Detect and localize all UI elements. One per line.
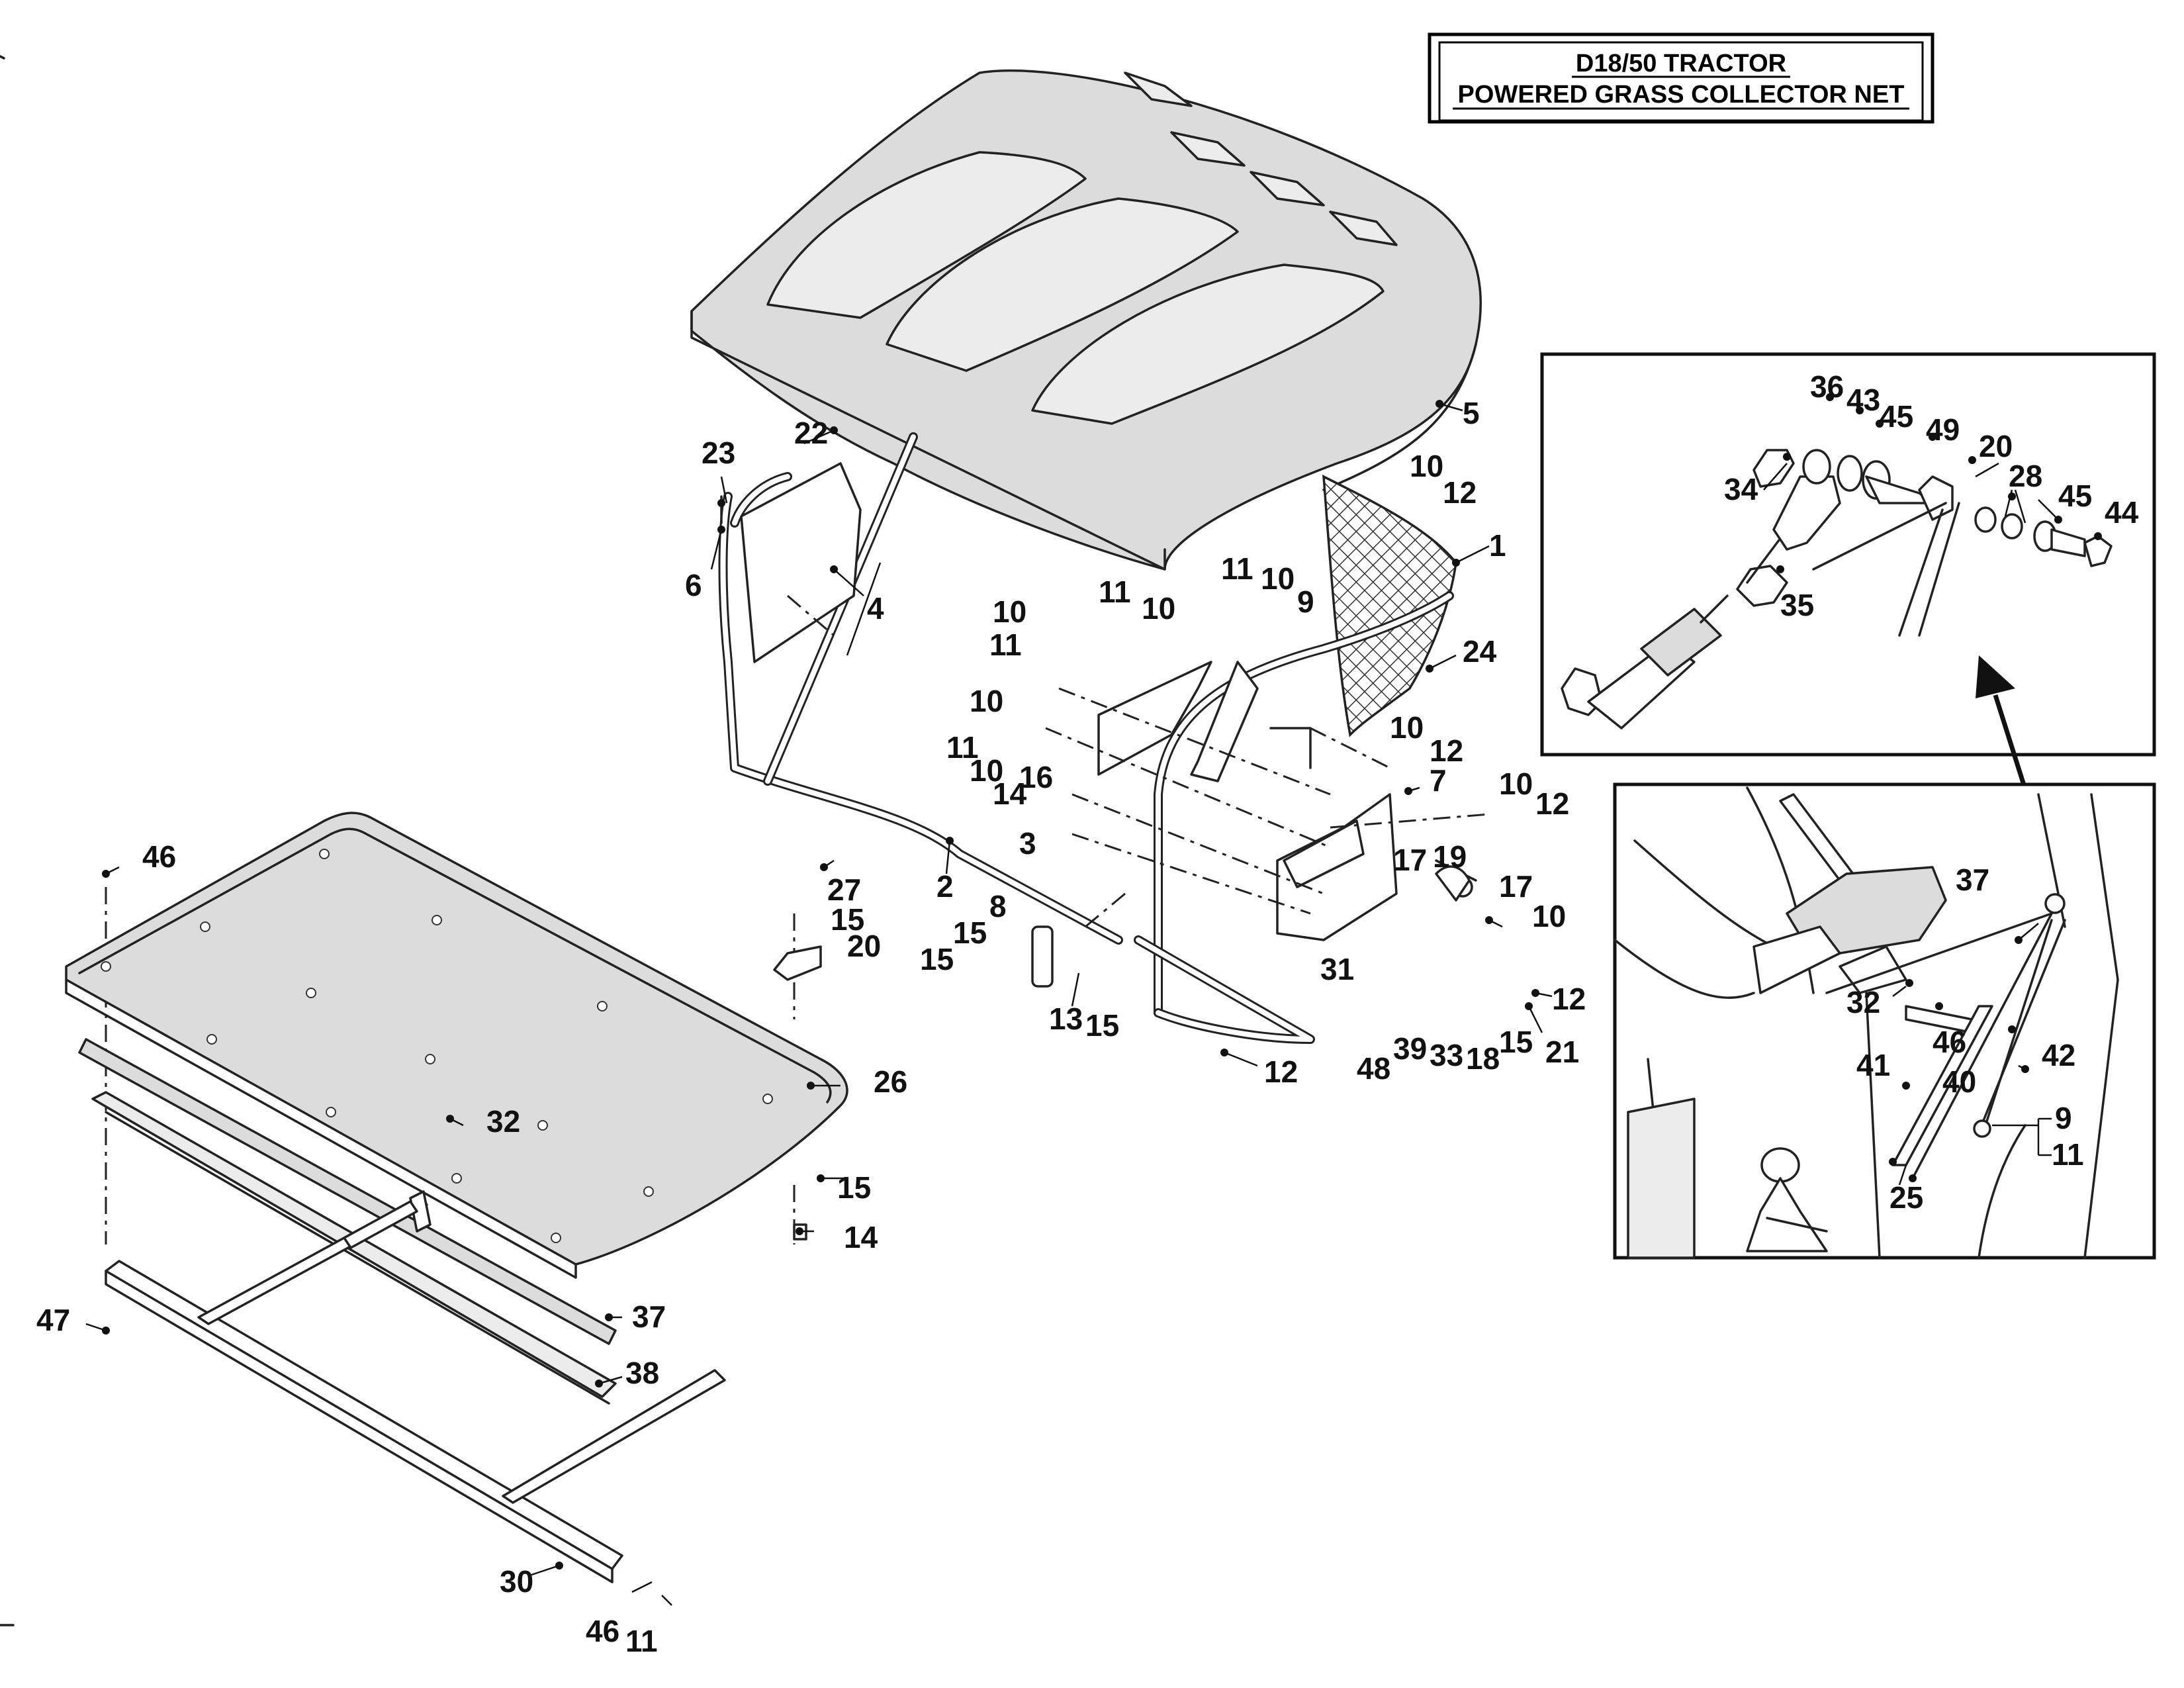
callout-2: 2: [936, 869, 954, 904]
callout-46-inset: 46: [1933, 1025, 1966, 1059]
callout-49: 48: [1357, 1051, 1390, 1086]
callout-13: 12: [1264, 1055, 1298, 1089]
detail-inset-top: 36 43 45 49 20 28 34 35 45 44: [1540, 352, 2156, 757]
base-frame: [105, 1190, 726, 1583]
callout-10h: 10: [1499, 767, 1533, 801]
strut-4: [763, 432, 918, 786]
callout-14a: 13: [1049, 1002, 1083, 1036]
callout-10b: 10: [1261, 561, 1295, 596]
callout-36: 35: [1780, 588, 1814, 622]
callout-45a: 45: [1880, 399, 1913, 434]
callout-15c: 15: [1085, 1008, 1119, 1043]
collector-net: [1322, 475, 1457, 737]
callout-30: 27: [827, 872, 861, 907]
callout-12c: 12: [1535, 786, 1569, 821]
callout-15b: 15: [953, 915, 987, 950]
callout-26: 24: [1463, 634, 1497, 669]
callout-9: 9: [1297, 585, 1314, 619]
callout-48: 47: [36, 1303, 70, 1337]
side-plate-left: [720, 462, 862, 663]
callout-8: 8: [989, 889, 1007, 923]
callout-27: 26: [874, 1064, 907, 1099]
center-brackets: [1097, 661, 1398, 941]
callout-22: 21: [1545, 1035, 1579, 1069]
hardware: [773, 859, 1477, 1241]
callout-24: 23: [702, 436, 735, 470]
callout-10i: 10: [1532, 899, 1566, 933]
callout-43: 43: [1846, 383, 1880, 417]
callout-19: 18: [1466, 1041, 1500, 1076]
callout-11d: 11: [946, 730, 979, 765]
callout-10g: 10: [1390, 710, 1424, 745]
callout-34: 34: [1724, 472, 1758, 506]
callout-15e: 15: [837, 1170, 871, 1205]
callout-11e: 11: [625, 1624, 658, 1658]
title-box: D18/50 TRACTOR POWERED GRASS COLLECTOR N…: [1428, 32, 1934, 124]
callout-7: 7: [1430, 763, 1447, 798]
callout-21: 20: [847, 929, 881, 963]
callout-37: 33: [1430, 1038, 1463, 1072]
callout-12a: 12: [1443, 475, 1477, 510]
callout-28: 28: [2009, 459, 2042, 493]
callout-40: 37: [1956, 863, 1989, 897]
callout-6: 6: [685, 568, 702, 602]
callout-11a: 11: [1221, 551, 1253, 586]
callout-38: 37: [632, 1299, 666, 1334]
leaders: [85, 400, 1553, 1606]
callout-18: 17: [1499, 869, 1533, 904]
callout-35: 36: [1810, 369, 1844, 404]
edge-marks: [0, 55, 15, 1626]
callout-10e: 10: [970, 684, 1003, 718]
callout-11b: 11: [1099, 575, 1131, 609]
callout-10f: 10: [970, 753, 1003, 788]
callout-46a: 39: [1393, 1031, 1427, 1066]
callouts-main: 1 2 3 4 5 6 7 8 9 10 10 10 10 10 10 10 1…: [36, 396, 1586, 1658]
strip-38: [78, 1038, 617, 1345]
callout-45b: 45: [2058, 479, 2092, 513]
hood-cover: [690, 69, 1482, 571]
callout-10a: 10: [1410, 449, 1443, 483]
callout-10c: 10: [1142, 591, 1175, 626]
callout-11c: 11: [989, 628, 1022, 662]
frame-tube: [718, 472, 1454, 1044]
callout-31: 30: [500, 1564, 533, 1599]
callout-47: 46: [142, 839, 176, 874]
callout-14b: 14: [844, 1220, 878, 1254]
callout-3: 3: [1019, 826, 1036, 861]
callout-20-inset: 20: [1979, 429, 2013, 463]
title-line-2: POWERED GRASS COLLECTOR NET: [1458, 81, 1905, 109]
callout-15d: 15: [831, 902, 864, 937]
callout-17b: 17: [1393, 843, 1427, 877]
callout-33: 32: [486, 1104, 520, 1139]
callout-10d: 10: [993, 594, 1026, 629]
callout-20: 19: [1433, 839, 1467, 874]
callout-16: 15: [920, 942, 954, 976]
callout-44: 44: [2105, 495, 2139, 530]
callout-4: 4: [867, 591, 884, 626]
callout-23: 22: [794, 416, 828, 450]
callout-12b: 12: [1430, 733, 1463, 768]
callout-42: 42: [2042, 1038, 2075, 1072]
callout-5: 5: [1463, 396, 1480, 430]
callout-39: 38: [625, 1356, 659, 1390]
callout-49-inset: 49: [1926, 412, 1960, 447]
callout-15f: 15: [1499, 1025, 1533, 1059]
callout-11-inset: 11: [2052, 1137, 2084, 1172]
callout-46b: 46: [586, 1614, 619, 1648]
callout-32-inset: 32: [1846, 985, 1880, 1019]
callout-12d: 12: [1552, 982, 1586, 1016]
callout-41: 41: [1856, 1048, 1890, 1082]
callout-37-inset: 40: [1942, 1064, 1976, 1099]
callout-15a: 14: [993, 776, 1027, 811]
callout-9-inset: 9: [2055, 1101, 2072, 1135]
detail-inset-bottom: 37 32 46 41 40 42 9 11 25: [1613, 782, 2156, 1260]
callout-25: 25: [1889, 1180, 1923, 1215]
callout-1: 1: [1489, 528, 1506, 563]
collector-tray: [65, 812, 848, 1279]
callout-17a: 16: [1019, 760, 1053, 794]
title-line-1: D18/50 TRACTOR: [1576, 50, 1786, 77]
callout-32: 31: [1320, 952, 1354, 986]
